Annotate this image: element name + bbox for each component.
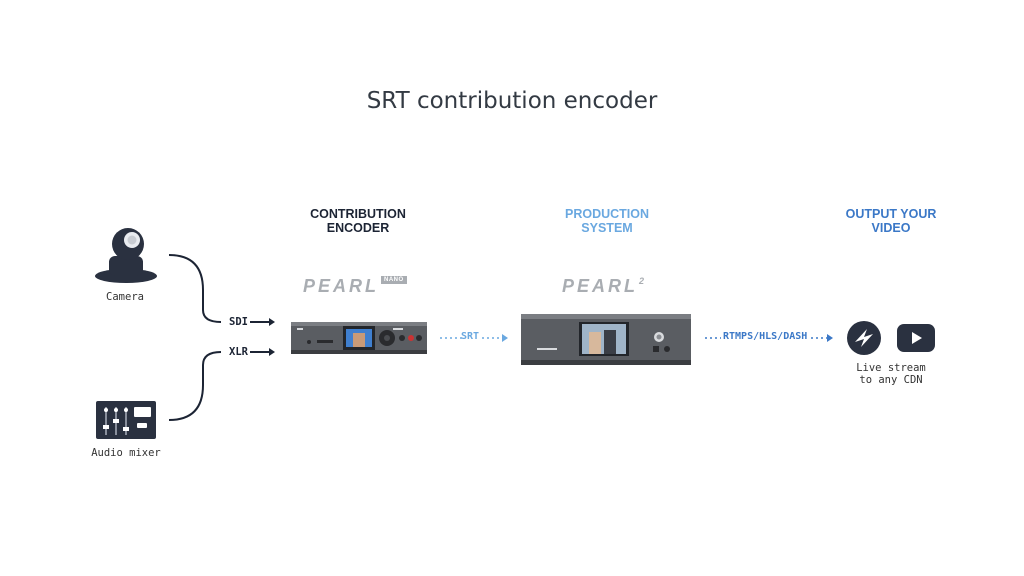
- sdi-port-label: SDI: [229, 316, 248, 328]
- cdn-logo-icon: [847, 321, 881, 355]
- column-header-contribution: CONTRIBUTION ENCODER: [278, 207, 438, 235]
- youtube-icon: [897, 324, 935, 352]
- srt-flow-arrow: [440, 334, 508, 342]
- rtmps-flow-label: RTMPS/HLS/DASH: [723, 331, 808, 342]
- output-caption-line2: to any CDN: [859, 374, 923, 386]
- pearl2-device: [521, 314, 691, 365]
- pearl-nano-device: [291, 322, 427, 354]
- pearl2-wordmark-text: PEARL: [562, 276, 639, 296]
- pearl-nano-tag: NANO: [381, 276, 407, 284]
- column-header-contribution-line1: CONTRIBUTION: [310, 207, 406, 221]
- column-header-production-line2: SYSTEM: [581, 221, 633, 235]
- column-header-output: OUTPUT YOUR VIDEO: [811, 207, 971, 235]
- column-header-contribution-line2: ENCODER: [326, 221, 390, 235]
- column-header-production-line1: PRODUCTION: [564, 207, 650, 221]
- srt-flow-label: SRT: [461, 331, 480, 342]
- page-title: SRT contribution encoder: [366, 88, 658, 114]
- pearl-nano-wordmark-text: PEARL: [303, 276, 380, 296]
- pearl2-sup: 2: [639, 276, 645, 286]
- column-header-output-line1: OUTPUT YOUR: [845, 207, 937, 221]
- audio-mixer-label: Audio mixer: [91, 447, 161, 459]
- output-caption-line1: Live stream: [856, 362, 926, 374]
- audio-mixer-icon: [96, 401, 156, 439]
- camera-label: Camera: [106, 291, 144, 303]
- rtmps-flow-arrow: [705, 334, 833, 342]
- camera-icon: [95, 228, 157, 283]
- connector-cables: [168, 254, 275, 421]
- pearl2-wordmark: PEARL2: [562, 276, 644, 297]
- column-header-output-line2: VIDEO: [871, 221, 911, 235]
- output-caption: Live stream to any CDN: [836, 362, 946, 386]
- column-header-production: PRODUCTION SYSTEM: [527, 207, 687, 235]
- xlr-port-label: XLR: [229, 346, 248, 358]
